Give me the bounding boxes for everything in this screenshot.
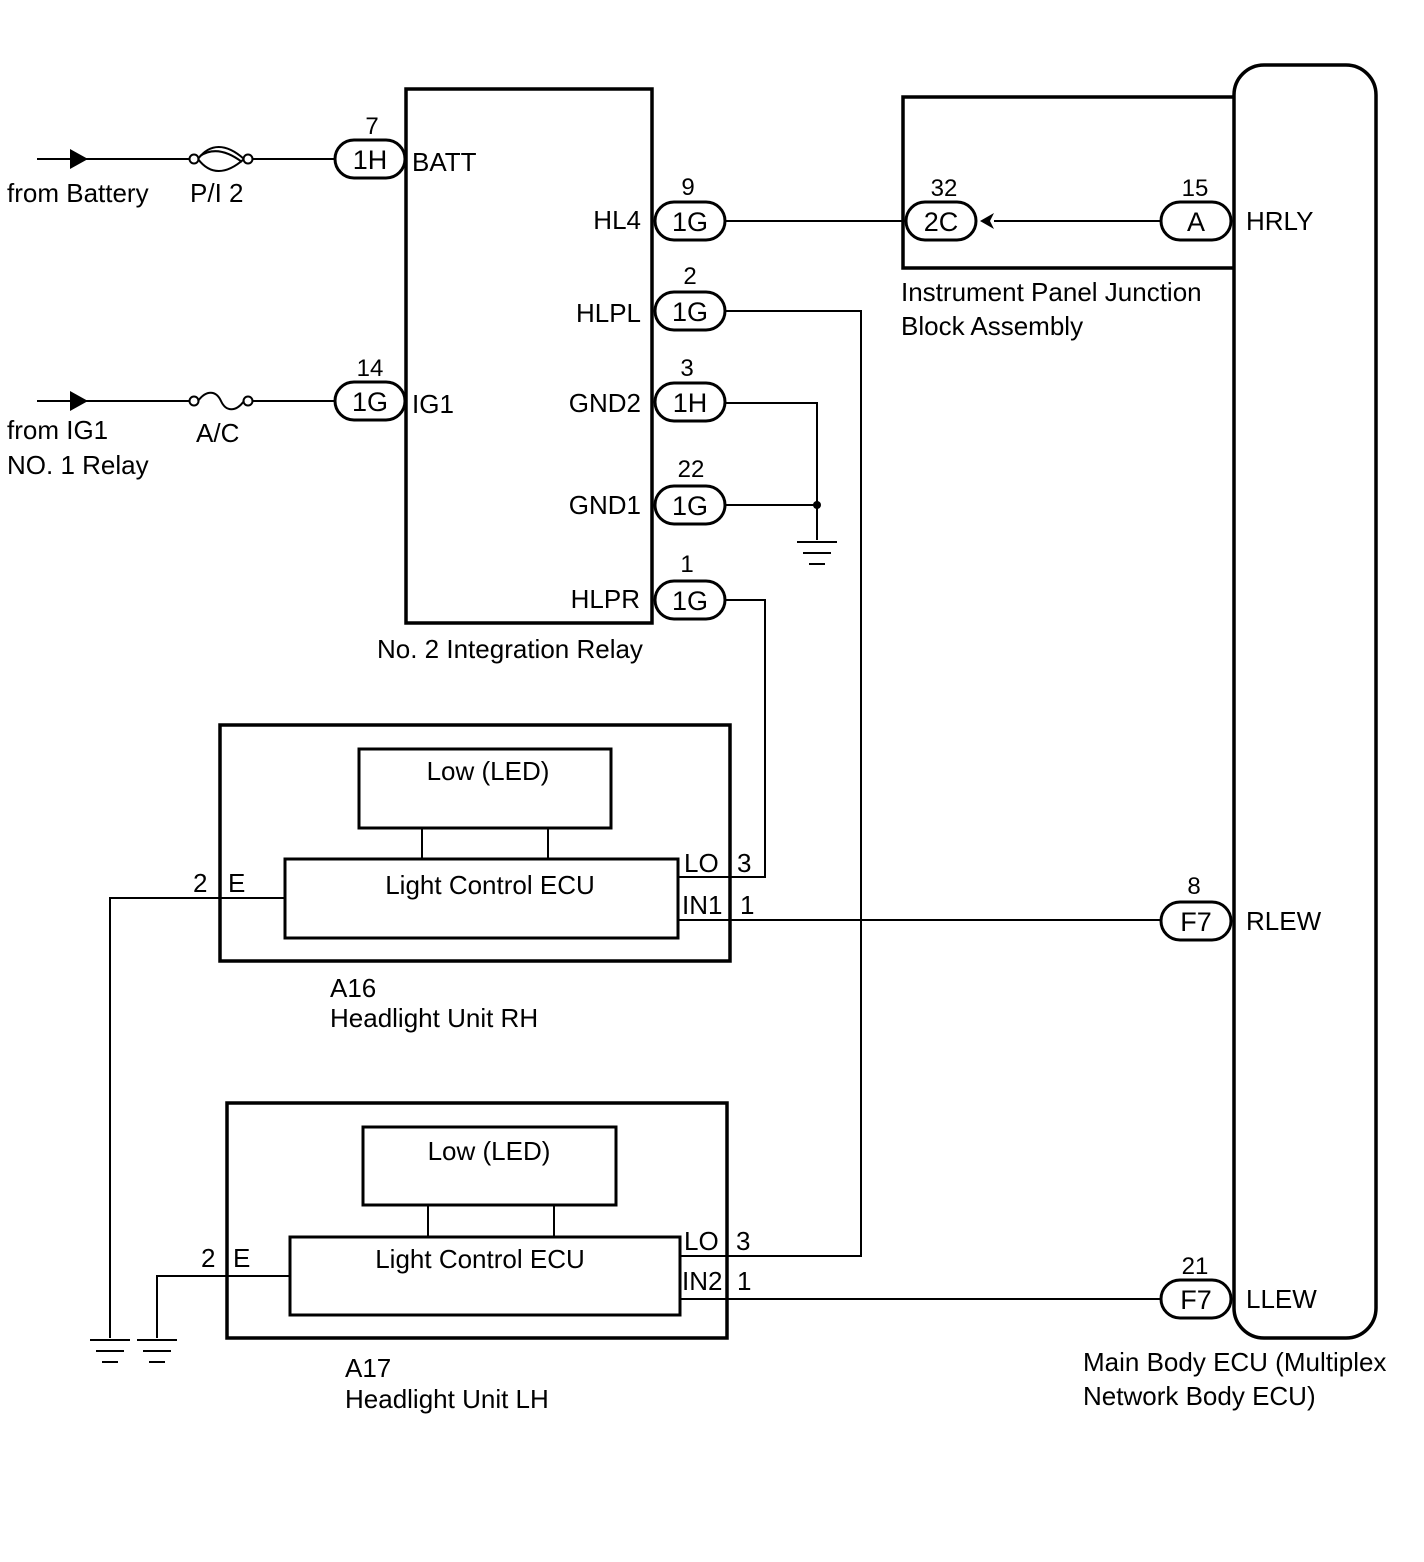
light-control-ecu-box bbox=[288, 1235, 682, 1317]
integration-relay-caption: No. 2 Integration Relay bbox=[377, 634, 643, 664]
low-led-label: Low (LED) bbox=[428, 1136, 551, 1166]
ig1-source-label-line1: from IG1 bbox=[7, 415, 108, 445]
ground-icon bbox=[90, 1339, 130, 1363]
pin-number: 8 bbox=[1187, 873, 1200, 900]
pin-number: 14 bbox=[357, 355, 384, 382]
pin-name-lo: LO bbox=[684, 1226, 719, 1256]
junction-block-caption-line1: Instrument Panel Junction bbox=[901, 277, 1202, 307]
pin-name-gnd2: GND2 bbox=[569, 388, 641, 418]
low-led-box bbox=[361, 1125, 618, 1207]
pin-number: 2 bbox=[201, 1243, 215, 1273]
main-ecu-caption-line2: Network Body ECU) bbox=[1083, 1381, 1316, 1411]
ground-icon bbox=[137, 1339, 177, 1363]
connector-label: 1G bbox=[352, 387, 388, 417]
arrow-icon bbox=[70, 391, 88, 411]
fuse-ac: A/C bbox=[188, 391, 335, 448]
wires bbox=[109, 220, 1161, 1338]
pin-name-ig1: IG1 bbox=[412, 389, 454, 419]
fuse-icon bbox=[197, 391, 245, 411]
low-led-label: Low (LED) bbox=[427, 756, 550, 786]
ig1-source: from IG1 NO. 1 Relay bbox=[7, 391, 190, 480]
pin-number: 1 bbox=[680, 551, 693, 578]
pin-number: 2 bbox=[683, 263, 696, 290]
pin-name-e: E bbox=[228, 868, 245, 898]
ig1-source-label-line2: NO. 1 Relay bbox=[7, 450, 149, 480]
light-control-ecu-box bbox=[283, 857, 680, 940]
integration-relay: No. 2 Integration Relay 1H 7 BATT 1G 14 … bbox=[333, 87, 727, 664]
low-led-box bbox=[357, 747, 613, 830]
battery-source: from Battery bbox=[7, 149, 190, 208]
fuse-pi2-label: P/I 2 bbox=[190, 178, 243, 208]
connector-label: 1G bbox=[672, 491, 708, 521]
arrow-icon bbox=[70, 149, 88, 169]
connector-label: 1H bbox=[353, 145, 388, 175]
light-control-ecu-label: Light Control ECU bbox=[375, 1244, 585, 1274]
connector-1h-batt bbox=[333, 138, 407, 180]
pin-number: 3 bbox=[737, 848, 751, 878]
junction-block: Instrument Panel Junction Block Assembly… bbox=[901, 95, 1234, 341]
fuse-terminal-icon bbox=[188, 153, 200, 165]
headlight-unit-lh: Low (LED) Light Control ECU 2 E LO 3 IN2… bbox=[201, 1101, 751, 1414]
arrowhead-icon bbox=[980, 213, 994, 229]
headlight-rh-code: A16 bbox=[330, 973, 376, 1003]
fuse-terminal-icon bbox=[242, 395, 254, 407]
pin-name-rlew: RLEW bbox=[1246, 906, 1322, 936]
pin-number: 3 bbox=[680, 355, 693, 382]
headlight-lh-code: A17 bbox=[345, 1353, 391, 1383]
pin-name-hrly: HRLY bbox=[1246, 206, 1313, 236]
battery-source-label: from Battery bbox=[7, 178, 149, 208]
fuse-terminal-icon bbox=[188, 395, 200, 407]
main-body-ecu: HRLY RLEW LLEW Main Body ECU (Multiplex … bbox=[1083, 63, 1386, 1411]
headlight-lh-name: Headlight Unit LH bbox=[345, 1384, 549, 1414]
connector-label: 1G bbox=[672, 207, 708, 237]
connector-label: A bbox=[1187, 207, 1205, 237]
pin-name-e: E bbox=[233, 1243, 250, 1273]
pin-name-in2: IN2 bbox=[682, 1266, 722, 1296]
junction-block-caption-line2: Block Assembly bbox=[901, 311, 1083, 341]
pin-number: 7 bbox=[365, 113, 378, 140]
connector-label: F7 bbox=[1180, 907, 1212, 937]
connector-label: F7 bbox=[1180, 1285, 1212, 1315]
pin-number: 22 bbox=[678, 456, 705, 483]
pin-number: 15 bbox=[1182, 175, 1209, 202]
pin-number: 9 bbox=[681, 174, 694, 201]
headlight-unit-rh: Low (LED) Light Control ECU 2 E LO 3 IN1… bbox=[193, 723, 754, 1033]
headlight-rh-name: Headlight Unit RH bbox=[330, 1003, 538, 1033]
pin-number: 2 bbox=[193, 868, 207, 898]
pin-name-batt: BATT bbox=[412, 147, 477, 177]
connector-label: 1G bbox=[672, 586, 708, 616]
pin-number: 32 bbox=[931, 175, 958, 202]
pin-name-llew: LLEW bbox=[1246, 1284, 1317, 1314]
pin-name-hlpl: HLPL bbox=[576, 298, 641, 328]
light-control-ecu-label: Light Control ECU bbox=[385, 870, 595, 900]
pin-name-lo: LO bbox=[684, 848, 719, 878]
pin-name-in1: IN1 bbox=[682, 890, 722, 920]
junction-dot-icon bbox=[813, 501, 821, 509]
connector-1g-ig1 bbox=[333, 380, 407, 422]
ground-icon bbox=[797, 541, 837, 565]
pin-number: 3 bbox=[736, 1226, 750, 1256]
fuse-terminal-icon bbox=[242, 153, 254, 165]
fuse-pi2: P/I 2 bbox=[188, 146, 335, 208]
pin-name-hl4: HL4 bbox=[593, 205, 641, 235]
connector-label: 1G bbox=[672, 297, 708, 327]
connector-label: 2C bbox=[924, 207, 959, 237]
main-ecu-caption-line1: Main Body ECU (Multiplex bbox=[1083, 1347, 1386, 1377]
pin-name-hlpr: HLPR bbox=[571, 584, 640, 614]
pin-number: 1 bbox=[737, 1266, 751, 1296]
fuse-ac-label: A/C bbox=[196, 418, 239, 448]
pin-number: 1 bbox=[740, 890, 754, 920]
pin-number: 21 bbox=[1182, 1253, 1209, 1280]
connector-label: 1H bbox=[673, 388, 708, 418]
pin-name-gnd1: GND1 bbox=[569, 490, 641, 520]
